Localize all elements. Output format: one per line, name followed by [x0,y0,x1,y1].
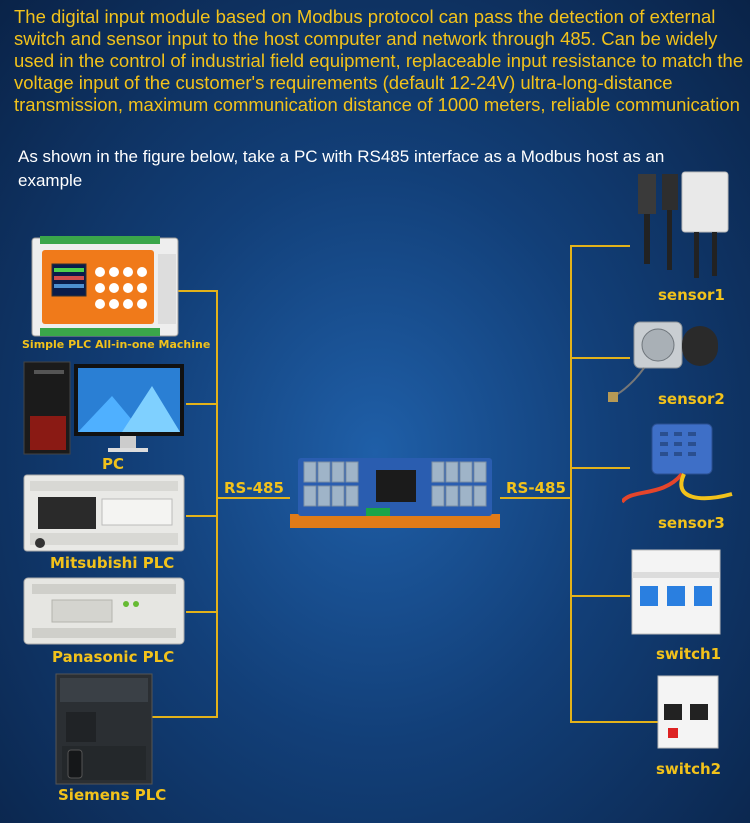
device-label-sensor3: sensor3 [658,514,725,532]
device-label-sensor1: sensor1 [658,286,725,304]
mitsubishi-plc-image [23,474,185,552]
simple-plc-machine-image [31,236,179,337]
sensor3-image [622,423,733,504]
sensor2-image [608,321,718,402]
panasonic-plc-image [23,577,185,645]
left-branch-2 [186,403,218,405]
rs485-right-label: RS-485 [506,479,566,497]
digital-input-module-image [290,458,500,528]
device-label-sensor2: sensor2 [658,390,725,408]
left-branch-3 [186,515,218,517]
device-label-switch1: switch1 [656,645,722,663]
right-branch-3 [570,467,630,469]
siemens-plc-image [55,673,153,785]
rs485-left-label: RS-485 [224,479,284,497]
switch2-image [657,675,719,749]
left-branch-5 [152,716,218,718]
right-branch-4 [570,595,630,597]
right-bus-to-board [500,497,572,499]
device-label-switch2: switch2 [656,760,722,778]
left-bus-to-board [216,497,290,499]
left-branch-4 [186,611,218,613]
switch1-image [631,549,721,635]
right-branch-1 [570,245,630,247]
intro-text: The digital input module based on Modbus… [14,6,744,115]
right-bus-vertical [570,245,572,723]
right-branch-2 [570,357,630,359]
host-label-siemens-plc: Siemens PLC [58,786,167,804]
host-label-mitsubishi-plc: Mitsubishi PLC [50,554,175,572]
left-branch-1 [176,290,218,292]
sensor1-image [638,171,729,278]
example-text: As shown in the figure below, take a PC … [18,147,665,190]
host-label-simple-plc: Simple PLC All-in-one Machine [22,338,211,351]
host-label-pc: PC [102,455,125,473]
pc-image [23,361,184,455]
host-label-panasonic-plc: Panasonic PLC [52,648,175,666]
right-branch-5 [570,721,660,723]
left-bus-vertical [216,290,218,718]
